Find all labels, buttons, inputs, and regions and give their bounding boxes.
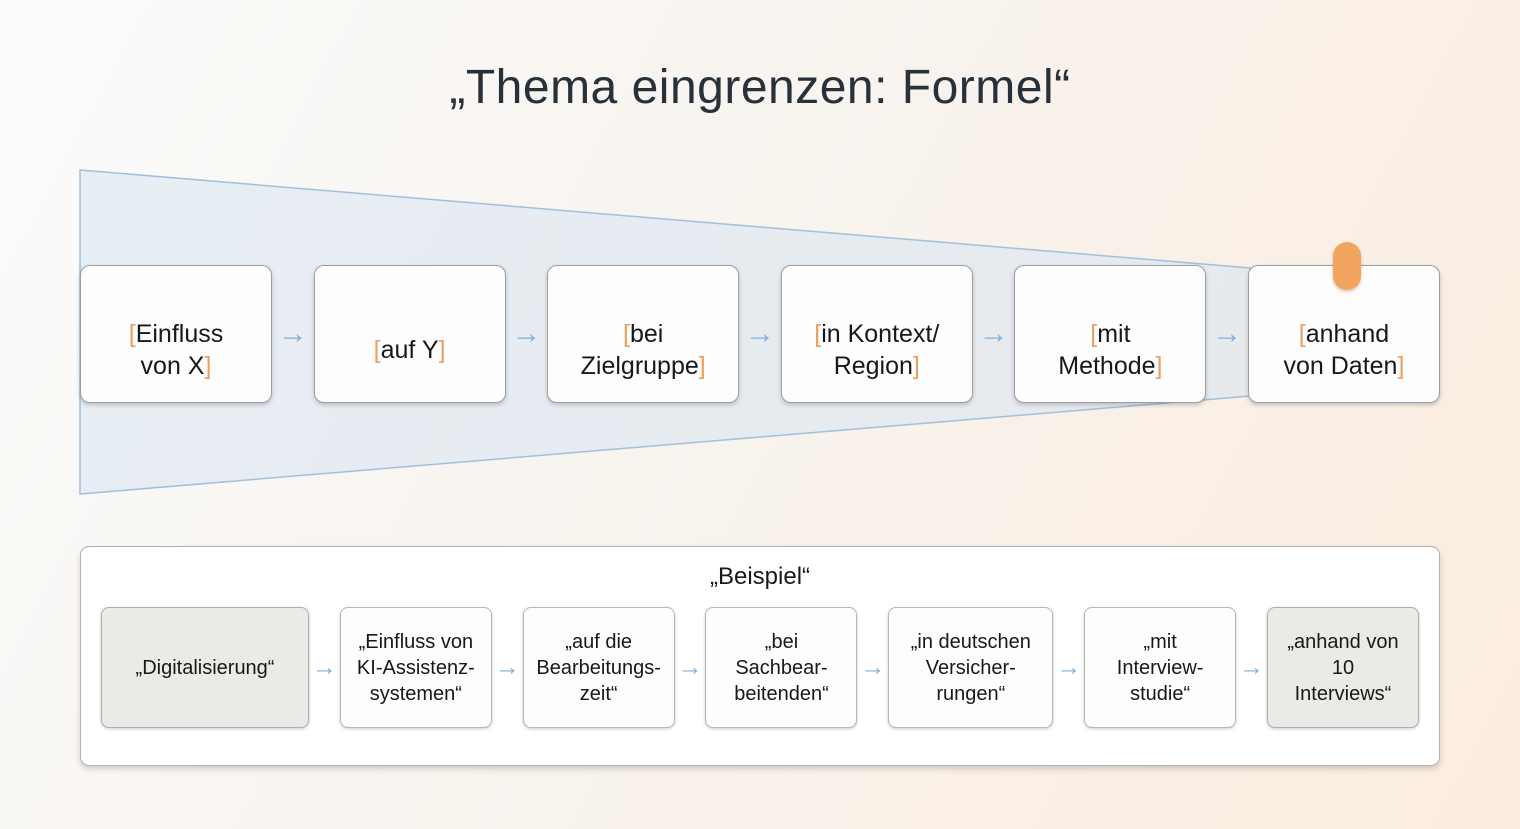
example-box-ki-assistenzsystemen: „Einfluss von KI-Assistenz- systemen“ bbox=[339, 607, 492, 728]
example-row: „Digitalisierung“ → „Einfluss von KI-Ass… bbox=[101, 607, 1419, 728]
arrow-right-icon: → bbox=[277, 317, 308, 350]
bracket-close: ] bbox=[912, 352, 920, 381]
bracket-close: ] bbox=[698, 352, 706, 381]
arrow-right-icon: → bbox=[860, 653, 886, 681]
formula-box-label: Einfluss von X bbox=[135, 319, 224, 381]
arrow-right-icon: → bbox=[978, 317, 1009, 350]
bracket-open: [ bbox=[373, 336, 381, 364]
bracket-close: ] bbox=[1155, 352, 1163, 381]
arrow-right-icon: → bbox=[494, 653, 520, 681]
formula-box-label: anhand von Daten bbox=[1283, 319, 1398, 381]
page-title: „Thema eingrenzen: Formel“ bbox=[449, 61, 1071, 114]
formula-box-in-kontext-region: [in Kontext/ Region] bbox=[780, 265, 973, 403]
arrow-right-icon: → bbox=[511, 317, 542, 350]
arrow-right-icon: → bbox=[1239, 653, 1265, 681]
orange-pin-indicator bbox=[1333, 242, 1361, 290]
arrow-right-icon: → bbox=[744, 317, 775, 350]
formula-box-anhand-von-daten: [anhand von Daten] bbox=[1247, 265, 1440, 403]
formula-box-label: in Kontext/ Region bbox=[821, 319, 940, 381]
bracket-open: [ bbox=[814, 319, 822, 348]
formula-box-auf-y: [auf Y] bbox=[313, 265, 506, 403]
example-box-bearbeitungszeit: „auf die Bearbeitungs- zeit“ bbox=[522, 607, 675, 728]
formula-box-mit-methode: [mit Methode] bbox=[1014, 265, 1207, 403]
example-panel: „Beispiel“ „Digitalisierung“ → „Einfluss… bbox=[80, 546, 1440, 766]
example-box-10-interviews: „anhand von 10 Interviews“ bbox=[1266, 607, 1419, 728]
formula-box-einfluss-von-x: [Einfluss von X] bbox=[80, 265, 272, 403]
bracket-open: [ bbox=[623, 319, 630, 348]
formula-box-label: mit Methode bbox=[1058, 319, 1156, 381]
example-panel-title: „Beispiel“ bbox=[709, 563, 811, 590]
bracket-close: ] bbox=[1397, 352, 1405, 381]
bracket-close: ] bbox=[438, 336, 446, 364]
example-box-digitalisierung: „Digitalisierung“ bbox=[101, 607, 309, 728]
arrow-right-icon: → bbox=[1212, 317, 1243, 350]
arrow-right-icon: → bbox=[311, 653, 337, 681]
formula-box-bei-zielgruppe: [bei Zielgruppe] bbox=[547, 265, 740, 403]
example-box-interviewstudie: „mit Interview- studie“ bbox=[1084, 607, 1237, 728]
example-box-sachbearbeitenden: „bei Sachbear- beitenden“ bbox=[705, 607, 858, 728]
formula-row: [Einfluss von X] → [auf Y] → [bei Zielgr… bbox=[80, 265, 1440, 403]
arrow-right-icon: → bbox=[677, 653, 703, 681]
bracket-open: [ bbox=[128, 319, 136, 348]
bracket-open: [ bbox=[1090, 319, 1098, 348]
bracket-close: ] bbox=[204, 352, 212, 381]
bracket-open: [ bbox=[1298, 319, 1306, 348]
formula-box-label: bei Zielgruppe bbox=[580, 319, 699, 381]
arrow-right-icon: → bbox=[1056, 653, 1082, 681]
formula-box-label: auf Y bbox=[380, 336, 439, 364]
example-box-versicherungen: „in deutschen Versicher- rungen“ bbox=[888, 607, 1054, 728]
